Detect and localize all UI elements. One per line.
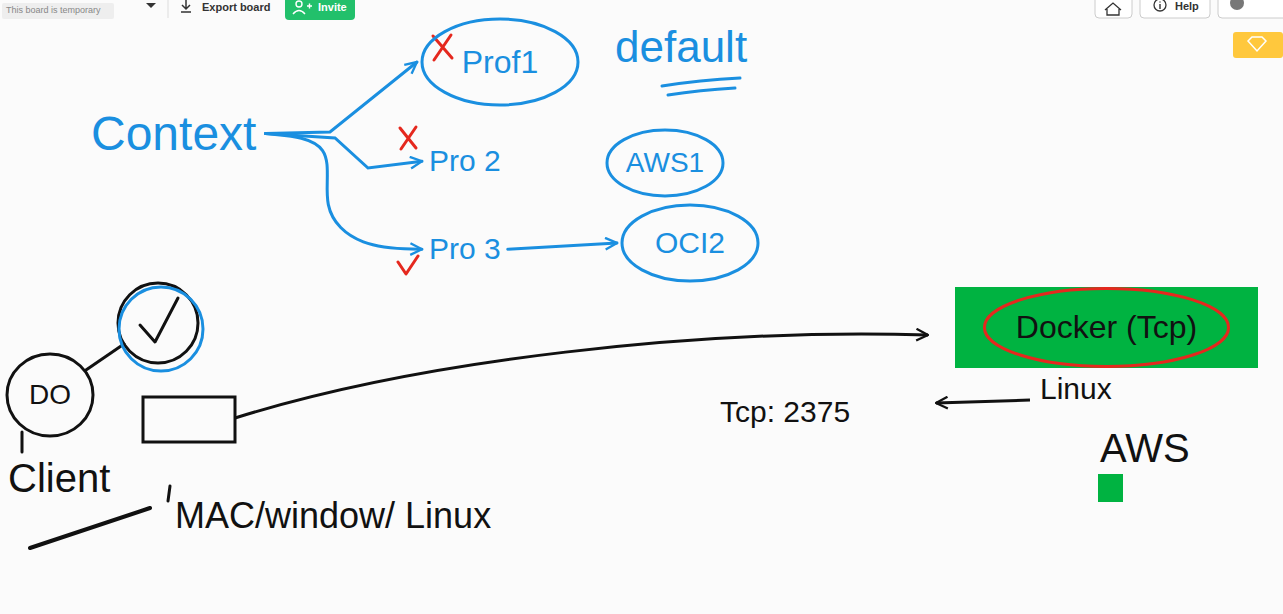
board-status: This board is temporary xyxy=(6,5,101,15)
client-text: Client xyxy=(8,455,110,501)
node-text: Context xyxy=(91,106,256,161)
help-icon-mark xyxy=(1159,2,1160,10)
home-icon xyxy=(1105,3,1121,15)
arrow-connector xyxy=(265,134,422,250)
avatar xyxy=(1230,0,1244,10)
context-text: Context xyxy=(85,100,262,167)
circle-outline xyxy=(7,354,93,436)
home-button xyxy=(1095,0,1132,18)
invite-icon xyxy=(293,1,312,14)
help-icon xyxy=(1154,0,1166,11)
arrow-connector xyxy=(508,243,617,249)
underline-stroke xyxy=(662,78,740,95)
node-text: Prof1 xyxy=(462,44,538,81)
node-text: DO xyxy=(29,379,71,411)
port-text: Tcp: 2375 xyxy=(720,395,850,430)
toolbar-button-text: Export board xyxy=(202,1,270,14)
node-text: Pro 3 xyxy=(429,232,501,267)
circle-outline xyxy=(607,130,723,196)
profile-circle: Prof1 xyxy=(420,17,580,107)
node-text: Docker (Tcp) xyxy=(1016,309,1197,346)
docker-host-box: Docker (Tcp) xyxy=(955,287,1258,368)
account-button xyxy=(1218,0,1283,18)
circle-outline xyxy=(622,205,758,281)
green-marker xyxy=(1098,474,1123,502)
toolbar-button-text: Help xyxy=(1175,0,1199,13)
download-icon xyxy=(181,0,191,12)
arrow-connector xyxy=(265,62,417,134)
note-text: default xyxy=(615,22,747,73)
underline-stroke xyxy=(30,508,150,548)
account-circle: OCI2 xyxy=(620,203,760,283)
dropdown-caret xyxy=(146,3,156,8)
client-circle: DO xyxy=(5,352,95,438)
account-circle: AWS1 xyxy=(605,128,725,198)
highlight-ring xyxy=(984,289,1228,367)
os-text: Linux xyxy=(1040,372,1112,407)
node-text: Pro 2 xyxy=(429,144,501,179)
arrow-connector xyxy=(265,134,422,168)
toolbar-separator xyxy=(168,0,169,18)
profile-text: Pro 3 xyxy=(425,228,505,271)
check-mark xyxy=(140,298,178,342)
cloud-text: AWS xyxy=(1100,425,1190,471)
connector-line xyxy=(86,344,124,370)
node-text: AWS1 xyxy=(626,147,704,179)
check-mark xyxy=(398,256,418,274)
client-box xyxy=(143,397,235,442)
help-button xyxy=(1140,0,1210,18)
profile-text: Pro 2 xyxy=(425,140,505,183)
board-title-box xyxy=(2,3,114,19)
stem-line xyxy=(21,432,24,452)
circle-outline xyxy=(422,19,578,105)
cross-mark xyxy=(400,127,416,149)
tick-mark xyxy=(168,486,170,501)
status-circle-outline xyxy=(119,287,203,371)
upgrade-badge xyxy=(1233,32,1283,58)
toolbar-button-text: Invite xyxy=(318,1,347,14)
node-text: OCI2 xyxy=(655,226,725,261)
pointer-arrow xyxy=(936,400,1030,403)
os-list-text: MAC/window/ Linux xyxy=(175,495,491,536)
diamond-icon xyxy=(1248,37,1266,51)
invite-button xyxy=(285,0,355,20)
